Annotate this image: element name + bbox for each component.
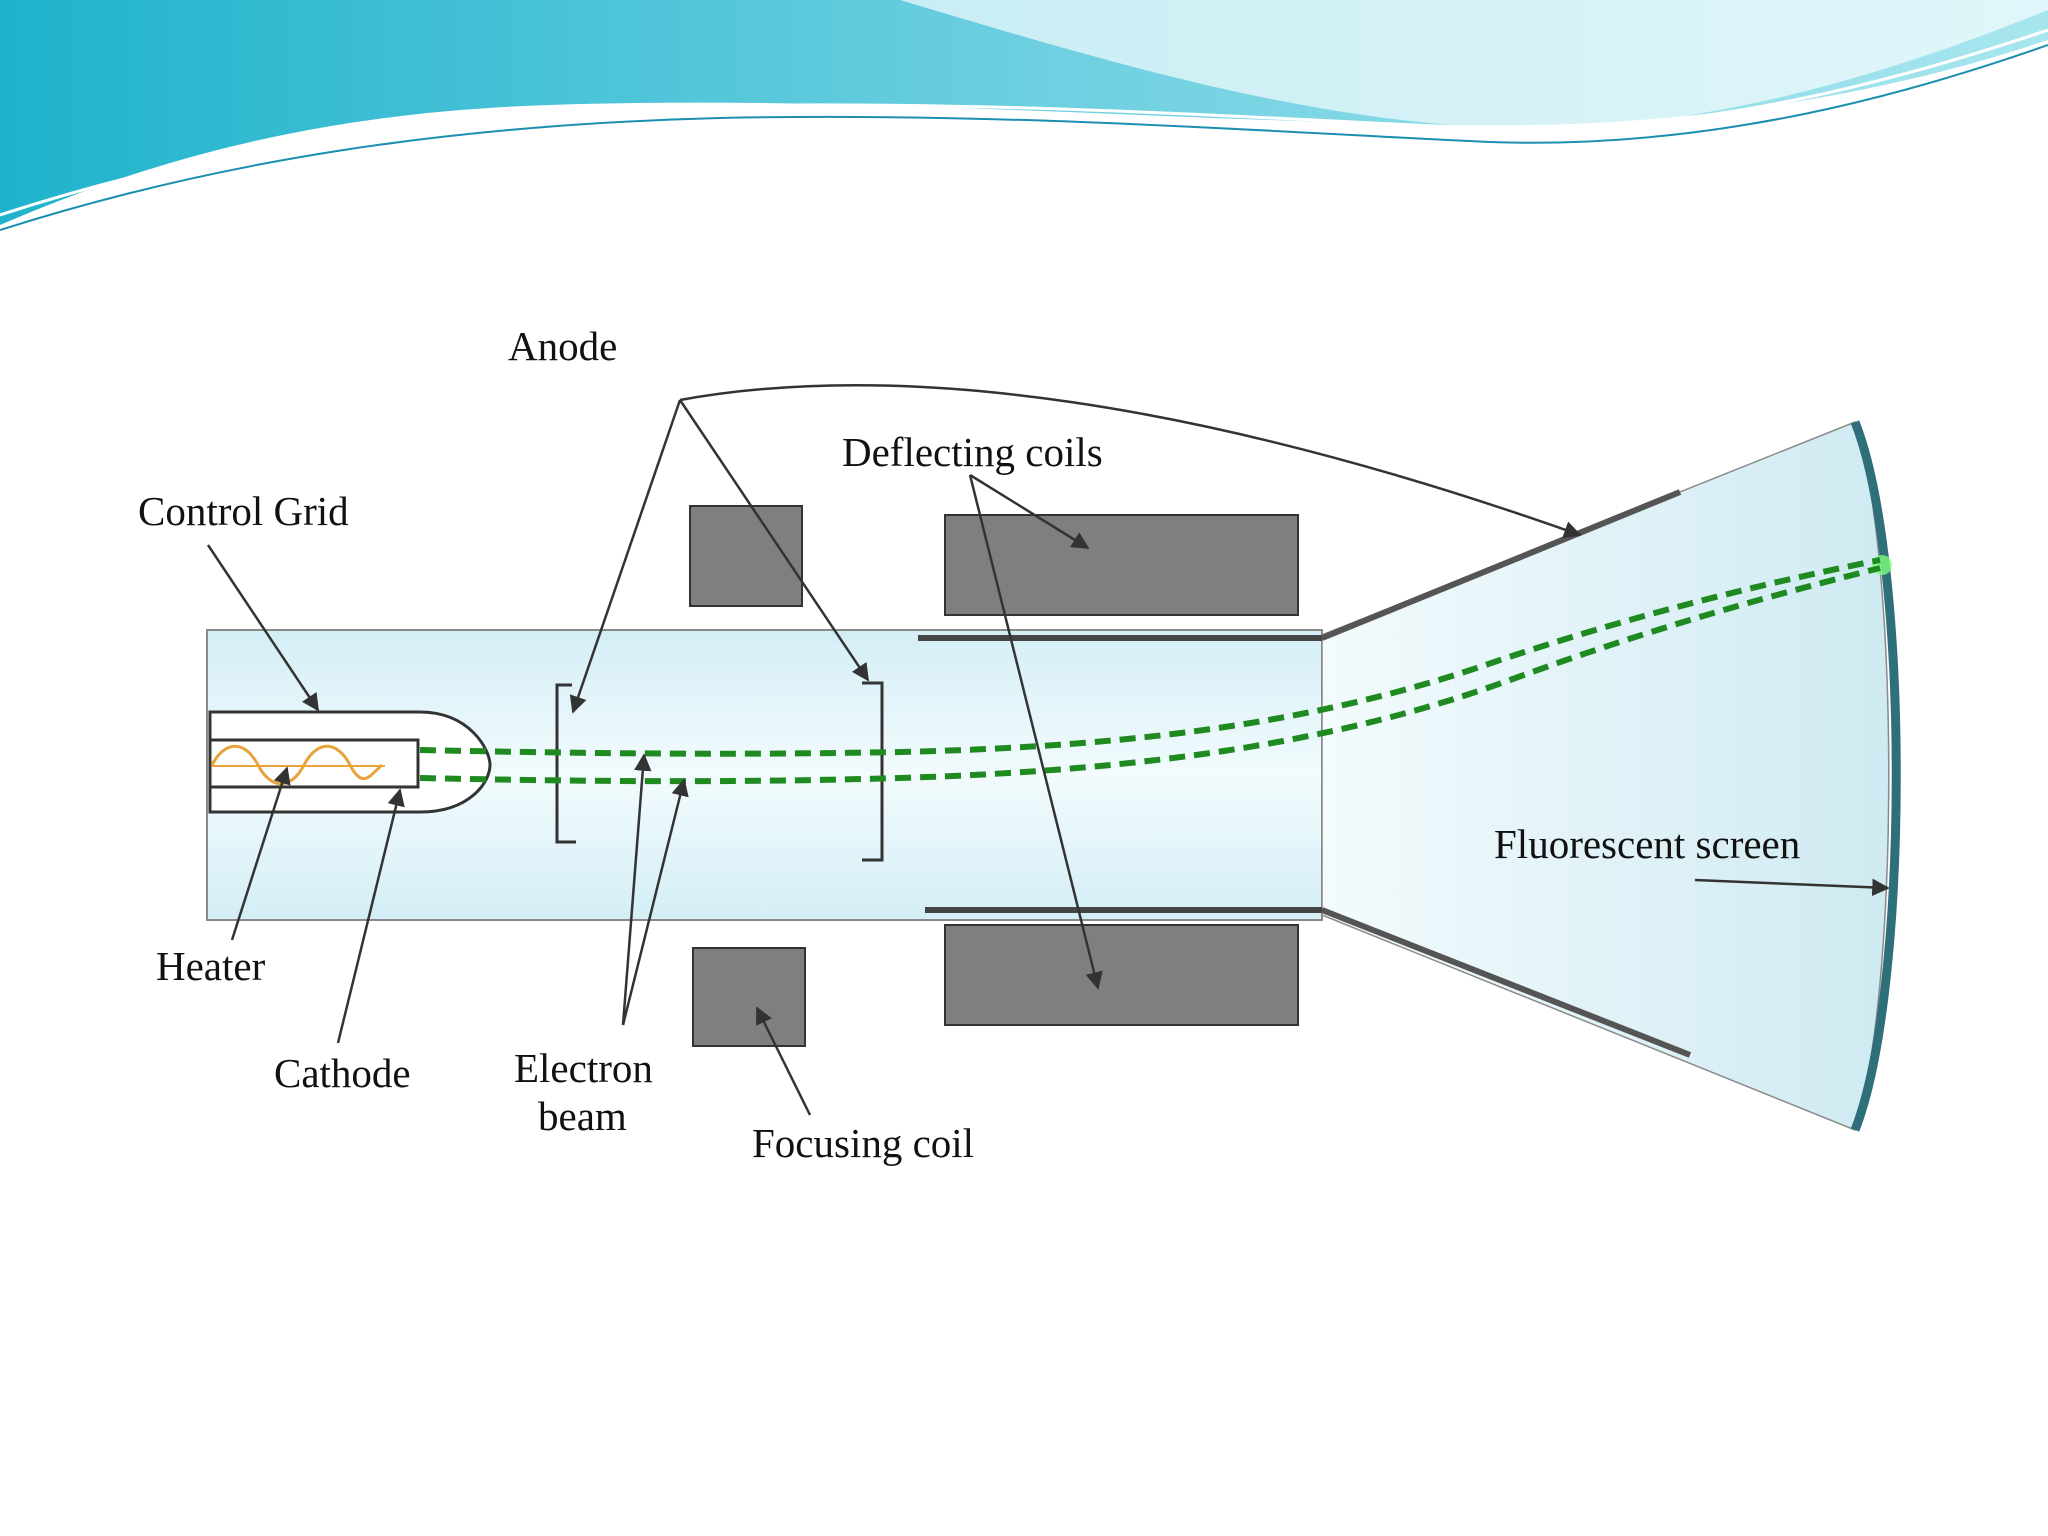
anode-bracket-first <box>555 683 576 844</box>
fluorescent-screen <box>1850 420 1901 1132</box>
header-wave <box>0 0 2048 231</box>
deflecting-plate-bottom-flare <box>1320 907 1692 1058</box>
deflecting-plate-top-flare <box>1320 489 1682 641</box>
anode-leader-second <box>678 399 870 682</box>
anode-leader-curve <box>679 384 1582 538</box>
cathode-leader <box>336 788 405 1044</box>
deflecting-coil-bottom <box>944 924 1299 1026</box>
electron-beam-upper <box>419 557 1881 757</box>
electron-beam-leader-lower <box>621 778 689 1026</box>
label-focusing-coil: Focusing coil <box>752 1120 974 1166</box>
crt-diagram: Anode Deflecting coils Control Grid Heat… <box>138 323 1901 1166</box>
label-control-grid: Control Grid <box>138 488 349 534</box>
heater-leader <box>230 766 291 941</box>
deflecting-coils-leader-bottom <box>968 474 1103 990</box>
focusing-coil-bottom <box>692 947 806 1047</box>
electron-beam-lower <box>419 565 1881 785</box>
anode-leader-first <box>569 399 682 714</box>
fluorescent-screen-leader <box>1694 878 1890 897</box>
label-electron-beam-line1: Electron <box>514 1045 653 1091</box>
control-grid-leader <box>206 544 320 712</box>
focusing-coil-leader <box>755 1006 812 1116</box>
label-cathode: Cathode <box>274 1050 411 1096</box>
deflecting-coil-top <box>944 514 1299 616</box>
label-electron-beam-line2: beam <box>538 1093 627 1139</box>
label-fluorescent-screen: Fluorescent screen <box>1494 821 1800 867</box>
label-deflecting-coils: Deflecting coils <box>842 429 1103 475</box>
label-heater: Heater <box>156 943 266 989</box>
electron-beam-leader-upper <box>621 753 652 1026</box>
anode-bracket-second <box>862 681 884 862</box>
deflecting-coils-leader-top <box>969 473 1090 550</box>
label-anode: Anode <box>508 323 617 369</box>
